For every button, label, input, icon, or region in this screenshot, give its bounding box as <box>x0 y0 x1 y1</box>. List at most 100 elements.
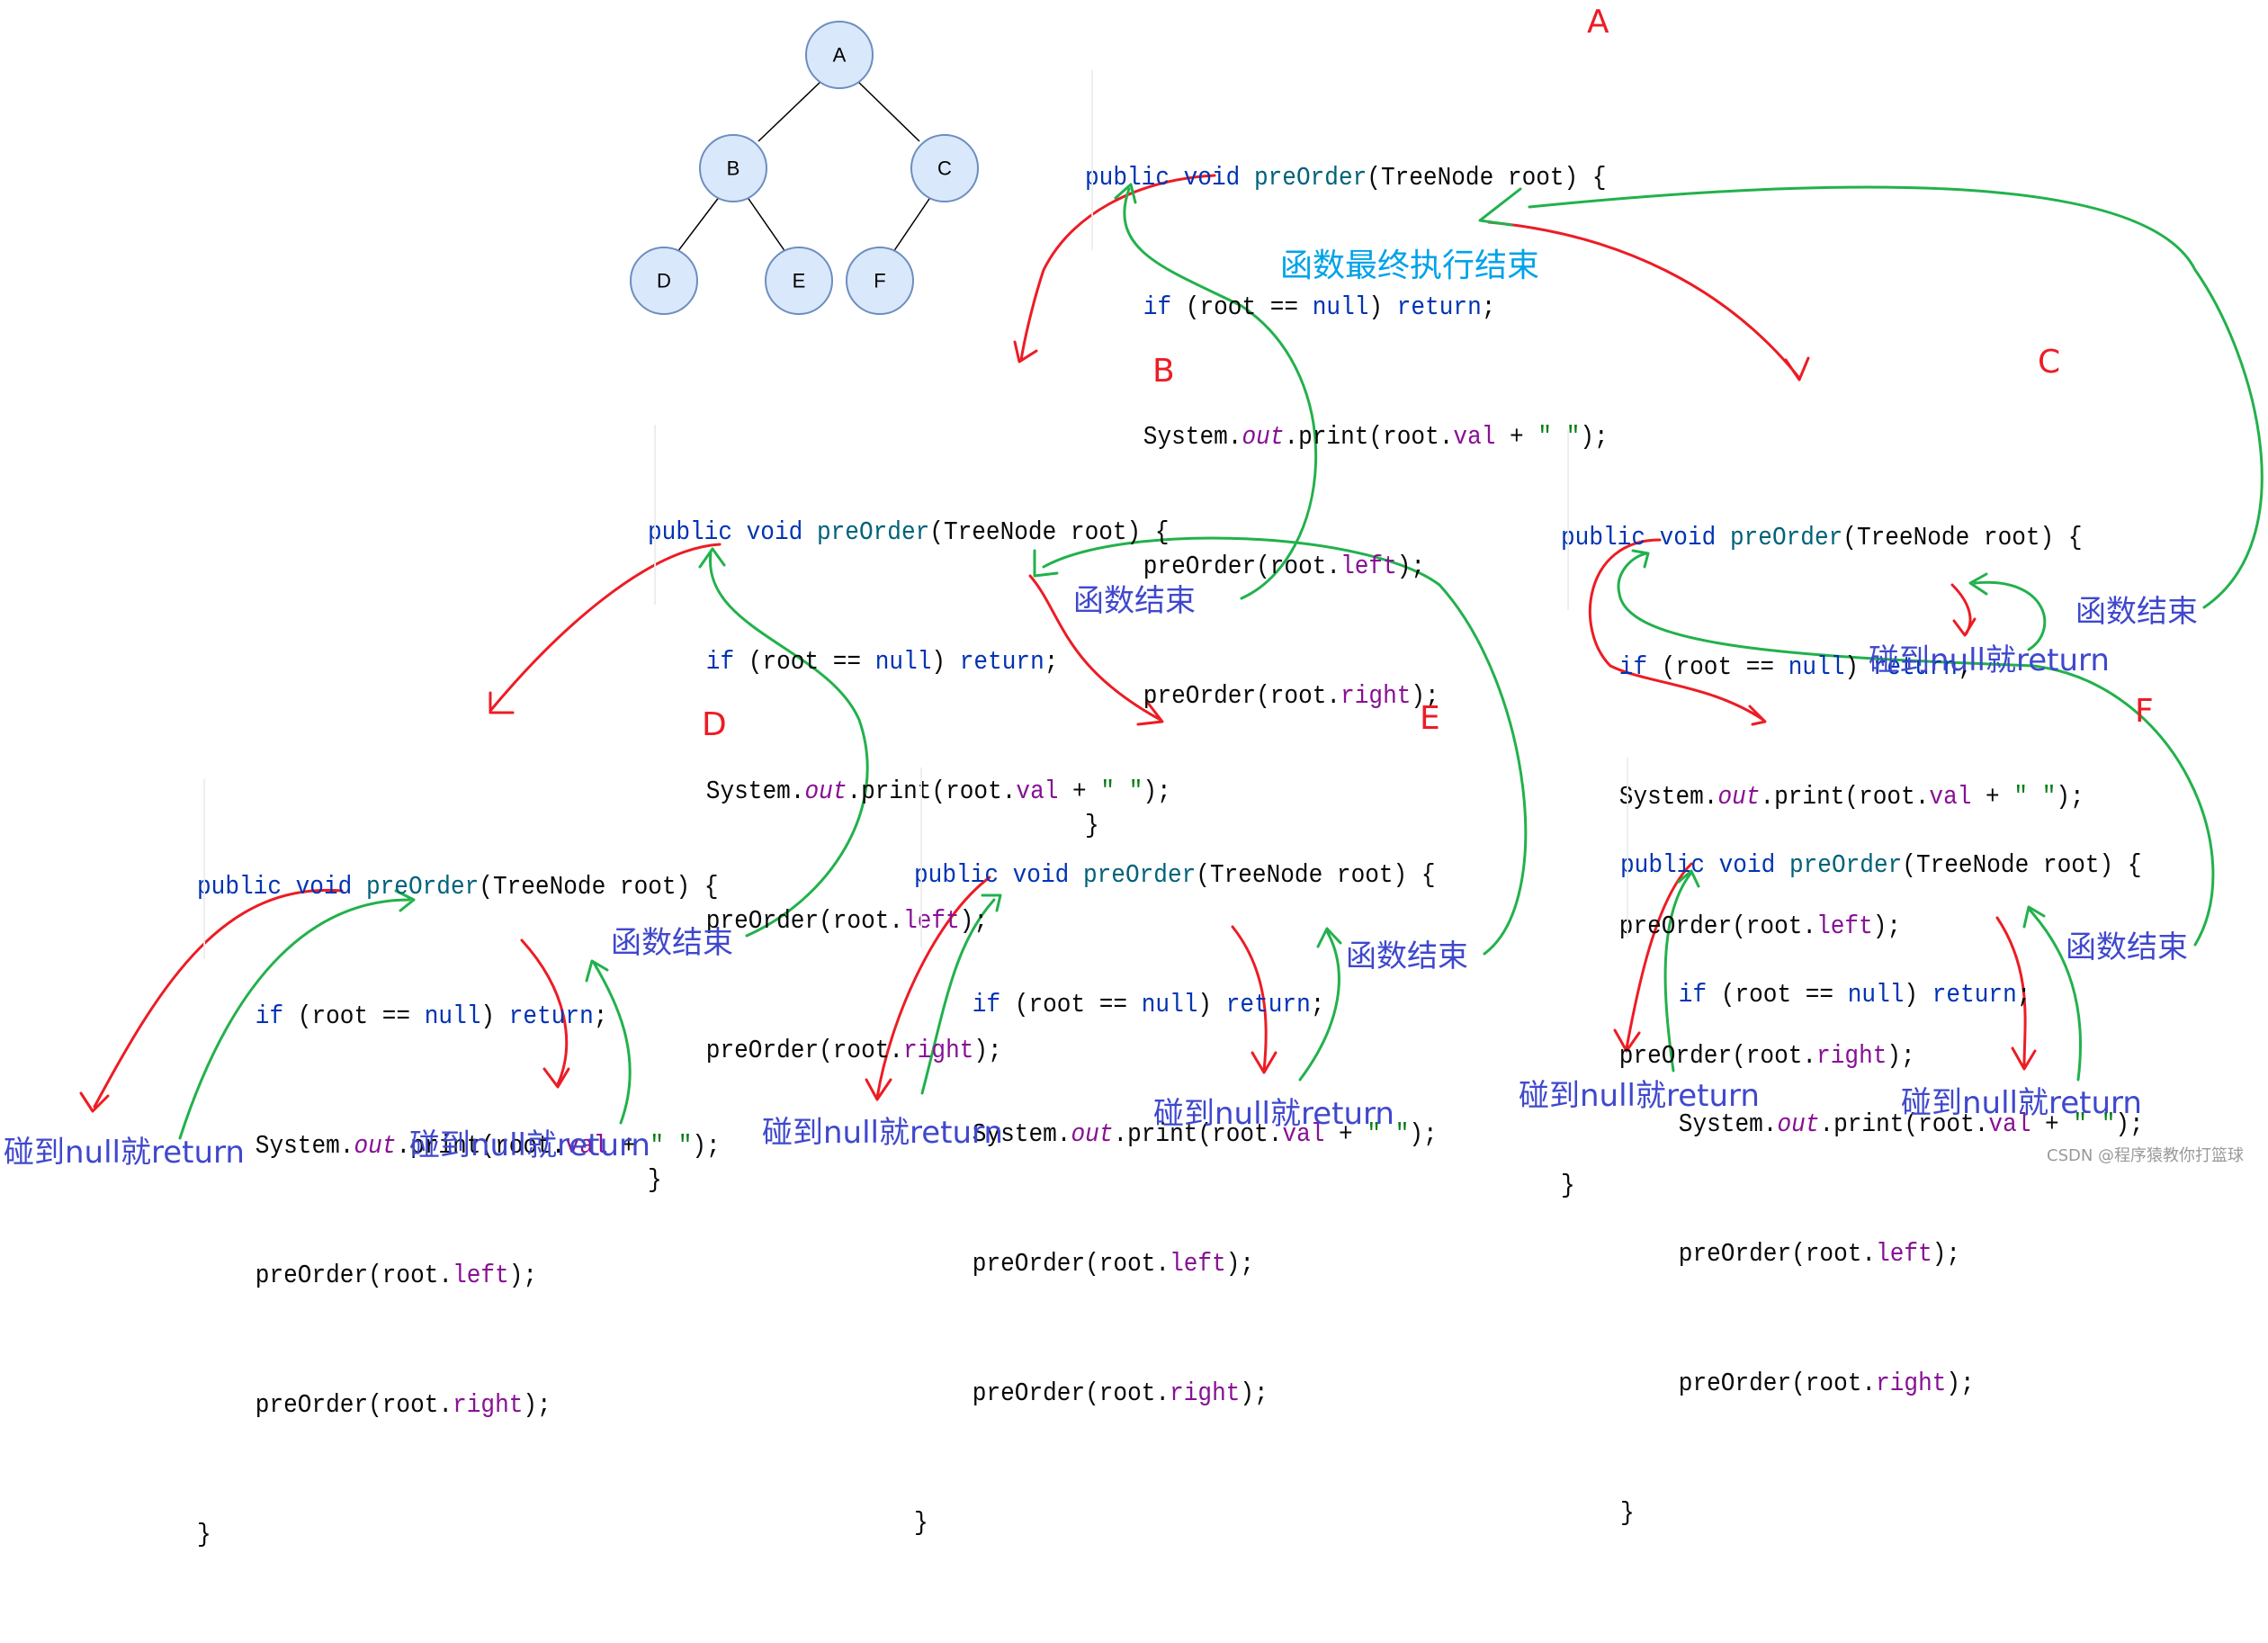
code-block-b: public void preOrder(TreeNode root) { if… <box>648 382 1171 1288</box>
svg-text:A: A <box>833 44 847 67</box>
call-arrow-b-to-d <box>489 543 722 714</box>
tree-edges <box>677 80 932 253</box>
watermark: CSDN @程序猿教你打篮球 <box>2047 1146 2245 1165</box>
indent-guide <box>1627 758 1628 938</box>
final-end-label: 函数最终执行结束 <box>1280 247 1540 284</box>
code-line-null-check: if (root == null) return; <box>1678 980 2031 1010</box>
code-line-right-call: preOrder(root.right); <box>1618 1041 1915 1071</box>
code-line-print: System.out.print(root.val + " "); <box>1143 422 1609 452</box>
indent-guide <box>1567 430 1569 610</box>
null-return-label-c: 碰到null就return <box>1869 642 2110 678</box>
return-arrow-b-to-a <box>1114 183 1317 600</box>
call-arrow-b-to-e <box>1028 574 1164 726</box>
code-line-right-call: preOrder(root.right); <box>705 1036 1002 1065</box>
code-block-c: public void preOrder(TreeNode root) { if… <box>1561 387 2084 1294</box>
code-line-signature: public void preOrder(TreeNode root) { <box>1561 523 2083 552</box>
indent-guide <box>654 425 656 605</box>
code-line-print: System.out.print(root.val + " "); <box>972 1119 1438 1149</box>
call-arrow-e-right <box>1231 925 1277 1074</box>
return-arrow-d-to-b <box>698 547 869 938</box>
tree-edge <box>892 195 932 253</box>
tree-edge <box>757 80 822 142</box>
code-line-print: System.out.print(root.val + " "); <box>1678 1109 2144 1139</box>
code-line-close: } <box>914 1508 928 1538</box>
call-arrow-c-right <box>1950 583 1977 637</box>
call-arrow-d-left <box>79 888 344 1113</box>
code-line-left-call: preOrder(root.left); <box>255 1261 538 1290</box>
call-arrow-a-to-c <box>1487 220 1810 382</box>
tree-edge <box>856 80 920 142</box>
code-line-null-check: if (root == null) return; <box>705 647 1059 677</box>
func-end-label-c: 函数结束 <box>2075 594 2198 630</box>
code-line-left-call: preOrder(root.left); <box>1678 1239 1961 1269</box>
code-line-null-check: if (root == null) return; <box>255 1001 608 1031</box>
code-line-signature: public void preOrder(TreeNode root) { <box>648 517 1170 547</box>
code-line-close: } <box>1085 811 1099 840</box>
return-arrow-c-to-a <box>1478 185 2264 609</box>
code-line-left-call: preOrder(root.left); <box>1618 911 1902 941</box>
code-line-signature: public void preOrder(TreeNode root) { <box>197 872 719 902</box>
call-arrow-f-right <box>1995 916 2037 1071</box>
indent-guide <box>1091 70 1093 250</box>
null-return-label-d-right: 碰到null就return <box>409 1127 650 1163</box>
tree-node-b: B <box>699 134 767 202</box>
func-end-label-d: 函数结束 <box>611 925 733 961</box>
binary-tree: A B C D E F <box>630 21 979 315</box>
svg-text:C: C <box>937 157 952 180</box>
call-arrow-e-left <box>865 875 991 1101</box>
return-arrow-d-left <box>178 889 416 1140</box>
indent-guide <box>203 779 205 959</box>
tree-node-c: C <box>910 134 979 202</box>
call-arrows <box>79 174 2037 1113</box>
block-label-d: D <box>702 706 727 743</box>
code-line-print: System.out.print(root.val + " "); <box>705 777 1171 806</box>
tree-edge <box>746 195 786 253</box>
indent-guide <box>920 768 922 947</box>
code-line-left-call: preOrder(root.left); <box>705 906 989 936</box>
block-label-e: E <box>1420 700 1440 737</box>
svg-text:F: F <box>874 270 885 292</box>
code-line-left-call: preOrder(root.left); <box>1143 552 1426 581</box>
code-line-right-call: preOrder(root.right); <box>255 1390 551 1420</box>
code-line-null-check: if (root == null) return; <box>1143 292 1496 322</box>
block-label-a: A <box>1587 4 1609 40</box>
code-line-left-call: preOrder(root.left); <box>972 1249 1255 1279</box>
null-return-label-e-left: 碰到null就return <box>762 1115 1003 1151</box>
code-line-print: System.out.print(root.val + " "); <box>255 1131 721 1161</box>
svg-text:E: E <box>793 270 806 292</box>
code-line-right-call: preOrder(root.right); <box>972 1378 1268 1408</box>
null-return-label-f-left: 碰到null就return <box>1519 1078 1760 1114</box>
call-arrow-a-to-b <box>1013 174 1216 364</box>
func-end-label-f: 函数结束 <box>2066 929 2188 965</box>
code-block-e: public void preOrder(TreeNode root) { if… <box>914 724 1438 1631</box>
return-arrow-e-right <box>1298 927 1342 1082</box>
return-arrow-f-to-c <box>1617 549 2215 947</box>
null-return-label-e-right: 碰到null就return <box>1153 1096 1394 1132</box>
call-arrow-f-left <box>1613 862 1693 1053</box>
func-end-label-b: 函数结束 <box>1073 583 1196 619</box>
code-block-f: public void preOrder(TreeNode root) { if… <box>1620 714 2144 1621</box>
call-arrow-d-right <box>520 938 570 1089</box>
tree-node-d: D <box>630 247 698 315</box>
return-arrow-e-left <box>920 893 1002 1095</box>
return-arrow-d-right <box>585 959 632 1125</box>
code-line-null-check: if (root == null) return; <box>972 990 1325 1019</box>
tree-node-f: F <box>846 247 914 315</box>
return-arrow-e-to-b <box>1033 536 1528 956</box>
code-line-signature: public void preOrder(TreeNode root) { <box>1620 850 2142 880</box>
tree-node-e: E <box>765 247 833 315</box>
svg-text:D: D <box>657 270 671 292</box>
block-label-b: B <box>1152 353 1175 390</box>
block-label-c: C <box>2038 344 2061 381</box>
return-arrow-f-right <box>2022 905 2082 1082</box>
code-line-close: } <box>197 1520 211 1549</box>
return-arrows <box>178 183 2264 1140</box>
block-label-f: F <box>2135 693 2154 730</box>
svg-text:B: B <box>727 157 740 180</box>
tree-node-a: A <box>805 21 874 89</box>
code-line-null-check: if (root == null) return; <box>1618 652 1972 682</box>
annotation-layer: A B C D E F <box>79 21 2264 1140</box>
code-line-signature: public void preOrder(TreeNode root) { <box>1085 163 1607 193</box>
null-return-label-d-left: 碰到null就return <box>4 1135 245 1171</box>
null-return-label-f-right: 碰到null就return <box>1901 1085 2142 1121</box>
